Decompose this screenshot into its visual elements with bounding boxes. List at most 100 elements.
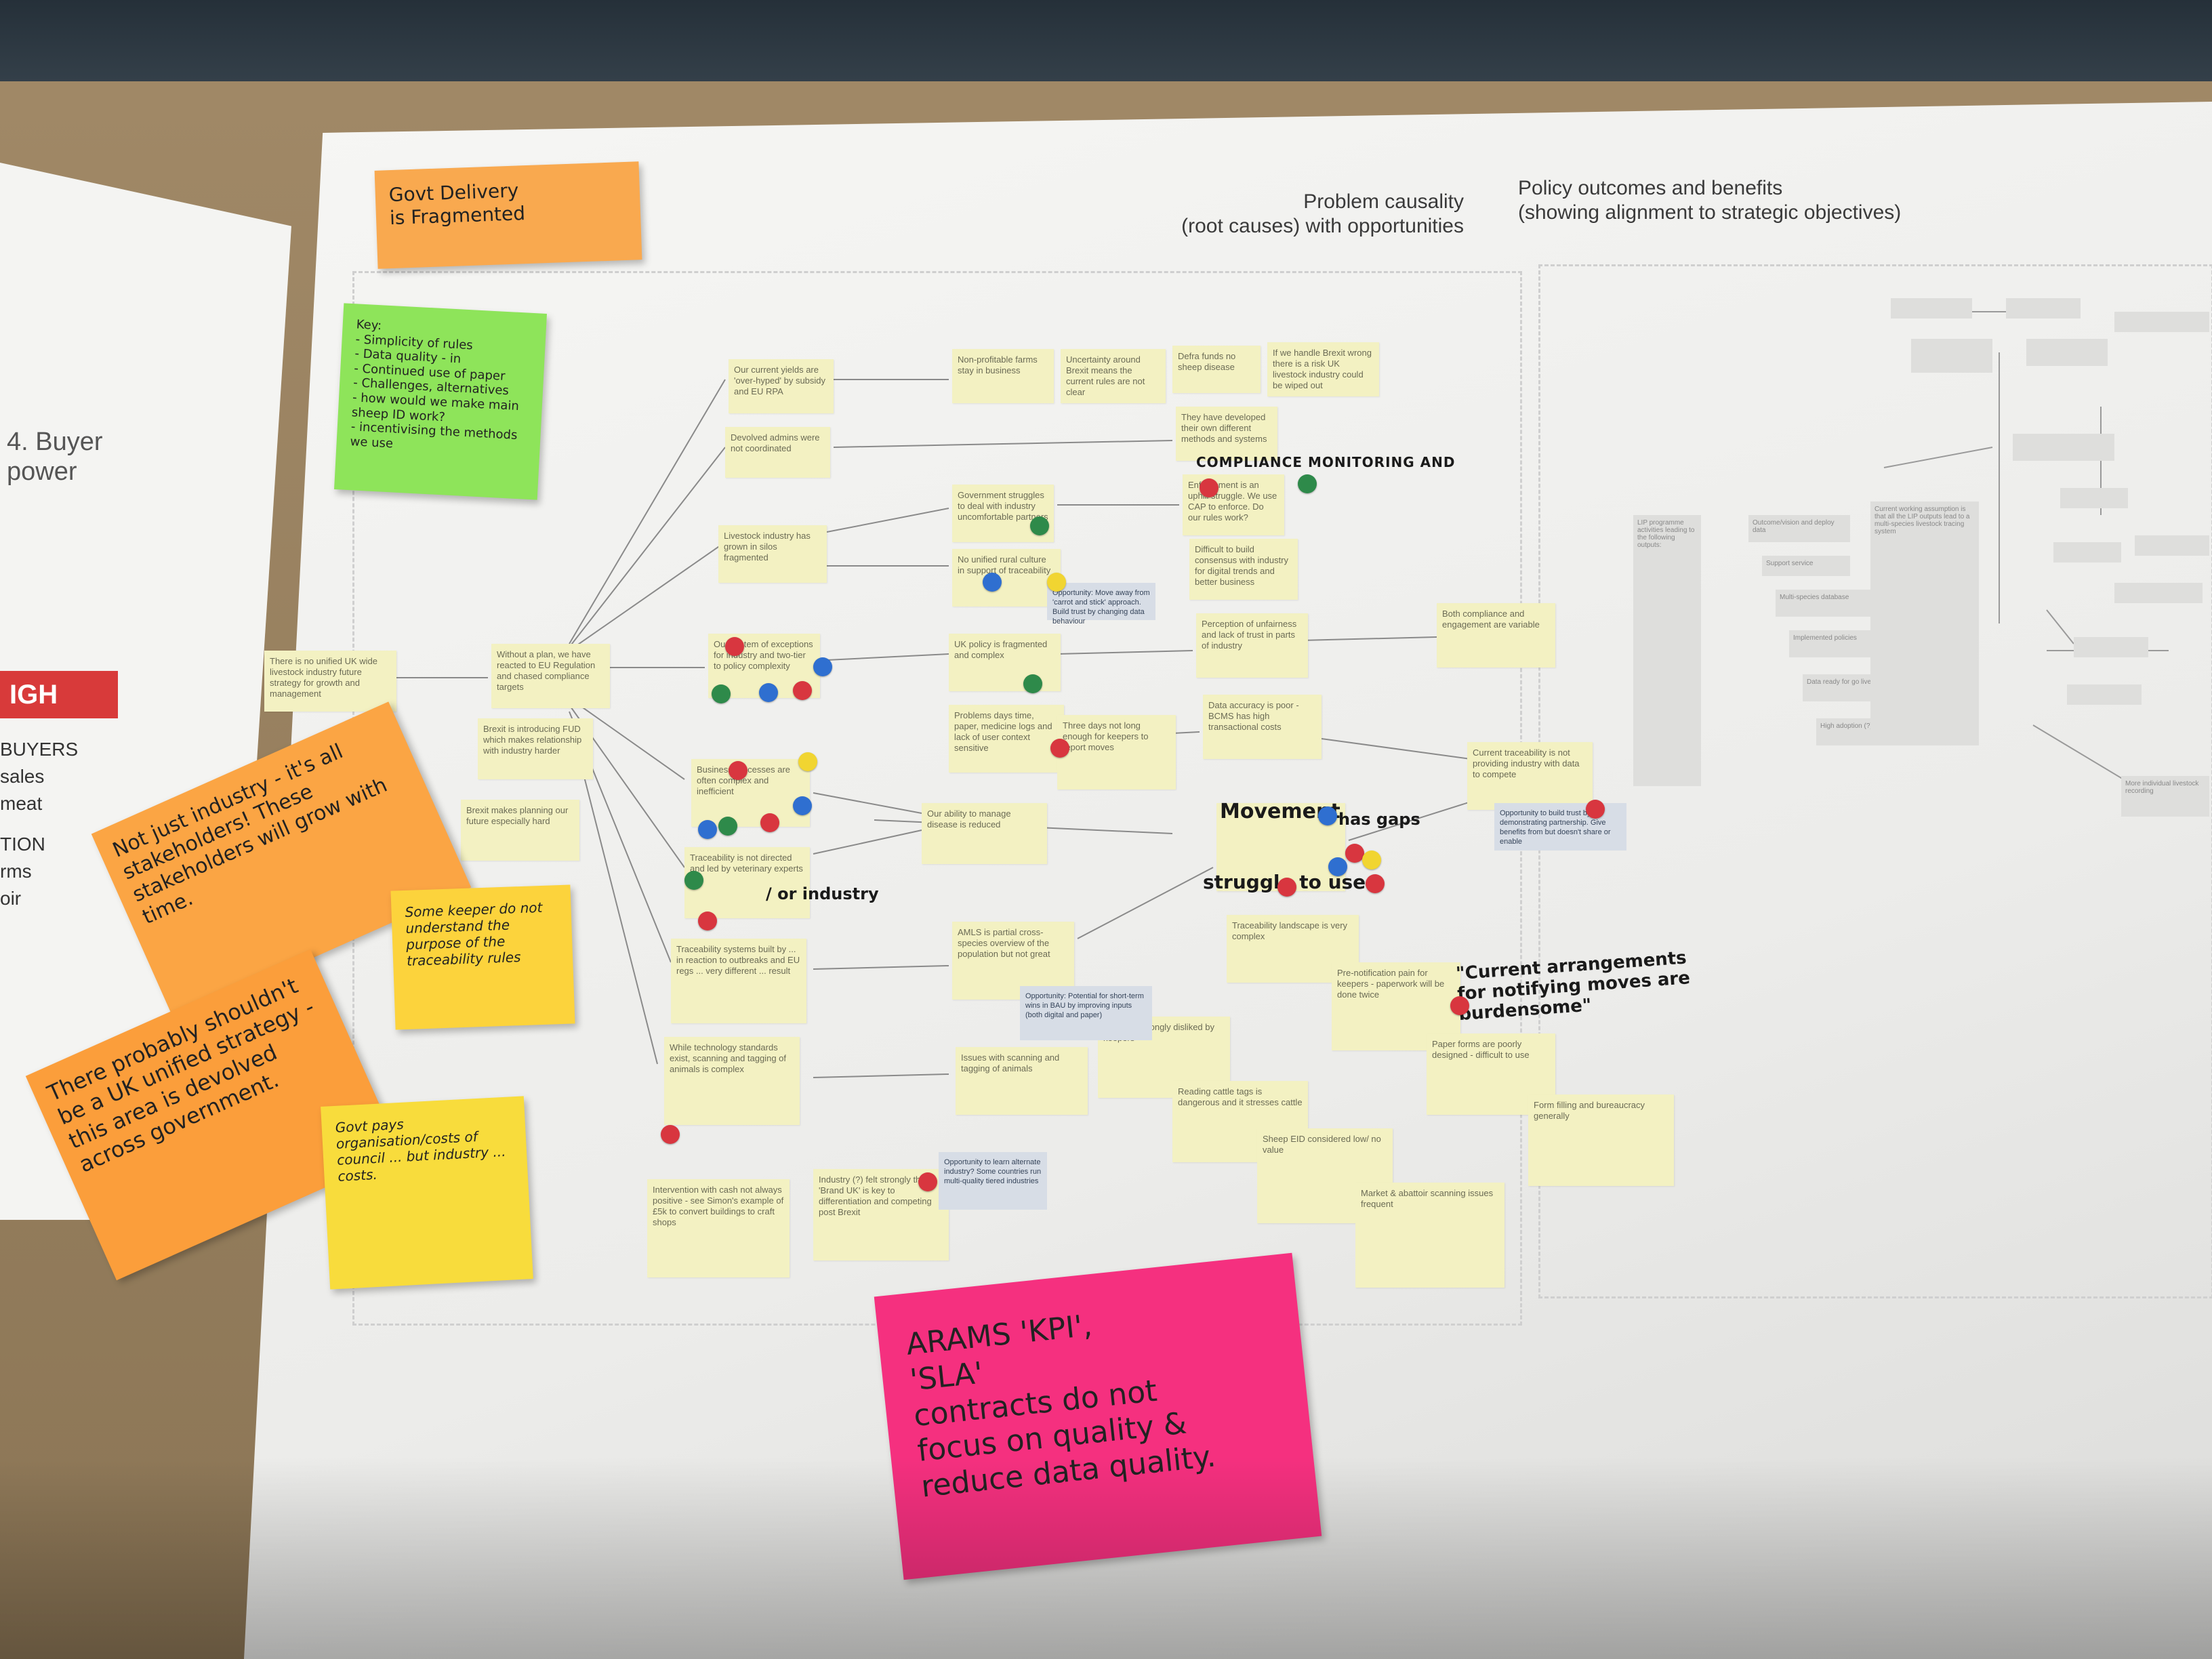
policy-item: Support service [1762, 556, 1850, 576]
sticky-govt-pays: Govt pays organisation/costs of council … [321, 1096, 533, 1290]
left-poster-title: 4. Buyer power [7, 428, 103, 486]
left-poster-line: oir [0, 888, 22, 909]
yellow-dot [798, 752, 817, 771]
card-livestock-silos: Livestock industry has grown in silos fr… [718, 525, 827, 583]
sticky-govt-delivery: Govt Delivery is Fragmented [374, 161, 642, 269]
card-uncertainty: Uncertainty around Brexit means the curr… [1061, 349, 1166, 403]
card-three-days: Three days not long enough for keepers t… [1057, 715, 1176, 790]
blue-dot [1318, 806, 1337, 825]
card-enforcement: Enforcement is an uphill struggle. We us… [1183, 474, 1284, 535]
red-dot [793, 681, 812, 700]
lighting-shade [0, 1457, 2212, 1659]
opportunity-card: Opportunity to build trust by demonstrat… [1494, 803, 1626, 851]
red-dot [1050, 739, 1069, 758]
card-industry-brand: Industry (?) felt strongly that 'Brand U… [813, 1169, 949, 1261]
blue-dot [1328, 857, 1347, 876]
card-problems-days: Problems days time, paper, medicine logs… [949, 705, 1064, 773]
card-issues-scanning: Issues with scanning and tagging of anim… [956, 1047, 1088, 1115]
green-dot [712, 684, 731, 703]
policy-box [2067, 684, 2142, 705]
policy-assumption: Current working assumption is that all t… [1870, 501, 1979, 745]
red-dot [661, 1125, 680, 1144]
sticky-some-keeper: Some keeper do not understand the purpos… [390, 884, 575, 1030]
green-dot [718, 817, 737, 836]
green-dot [1023, 674, 1042, 693]
yellow-dot [1047, 573, 1066, 592]
policy-box [2074, 637, 2148, 657]
card-business-processes: Business processes are often complex and… [691, 759, 810, 827]
left-poster-line: TION [0, 834, 45, 855]
card-technology-standards: While technology standards exist, scanni… [664, 1037, 800, 1125]
card-uk-policy: UK policy is fragmented and complex [949, 634, 1061, 691]
left-poster-line: BUYERS [0, 739, 79, 760]
opportunity-card: Opportunity: Move away from 'carrot and … [1047, 583, 1155, 626]
red-dot [918, 1172, 937, 1191]
red-dot [698, 912, 717, 930]
blue-dot [813, 657, 832, 676]
card-both-compliance: Both compliance and engagement are varia… [1437, 603, 1555, 668]
card-current-traceability: Current traceability is not providing in… [1467, 742, 1593, 810]
red-dot [1450, 996, 1469, 1015]
card-traceability-not-directed: Traceability is not directed and led by … [684, 847, 810, 918]
card-form-filling: Form filling and bureaucracy generally [1528, 1094, 1674, 1186]
sticky-key: Key: - Simplicity of rules - Data qualit… [334, 303, 547, 500]
yellow-dot [1362, 851, 1381, 869]
green-dot [1298, 474, 1317, 493]
card-intervention: Intervention with cash not always positi… [647, 1179, 790, 1277]
card-market-abattoir: Market & abattoir scanning issues freque… [1355, 1183, 1504, 1288]
card-ability-manage: Our ability to manage disease is reduced [922, 803, 1047, 864]
policy-box [2114, 583, 2203, 603]
card-defra: Defra funds no sheep disease [1172, 346, 1261, 393]
policy-block: LIP programme activities leading to the … [1633, 515, 1701, 786]
policy-box [2013, 434, 2114, 461]
opportunity-card: Opportunity: Potential for short-term wi… [1020, 986, 1152, 1040]
card-current-yields: Our current yields are 'over-hyped' by s… [729, 359, 834, 413]
policy-item: More individual livestock recording [2121, 776, 2209, 817]
red-dot [729, 761, 747, 780]
red-dot [1277, 878, 1296, 897]
blue-dot [698, 820, 717, 839]
policy-box [2135, 535, 2209, 556]
card-difficult-consensus: Difficult to build consensus with indust… [1189, 539, 1298, 600]
card-brexit-risk: If we handle Brexit wrong there is a ris… [1267, 342, 1379, 396]
policy-box [2114, 312, 2209, 332]
policy-box [2053, 542, 2121, 562]
green-dot [1030, 516, 1049, 535]
card-pre-notification: Pre-notification pain for keepers - pape… [1332, 962, 1460, 1050]
red-dot [1345, 844, 1364, 863]
blue-dot [793, 796, 812, 815]
blue-dot [759, 683, 778, 702]
card-data-accuracy: Data accuracy is poor - BCMS has high tr… [1203, 695, 1322, 759]
card-no-unified-culture: No unified rural culture in support of t… [952, 549, 1061, 607]
policy-box [1891, 298, 1972, 319]
card-brexit-planning: Brexit makes planning our future especia… [461, 800, 579, 861]
card-without-plan: Without a plan, we have reacted to EU Re… [491, 644, 610, 708]
handwriting-or-industry: / or industry [766, 884, 879, 903]
card-own-methods: They have developed their own different … [1176, 407, 1277, 461]
left-poster-line: meat [0, 793, 43, 814]
opportunity-card: Opportunity to learn alternate industry?… [939, 1152, 1047, 1210]
red-dot [1200, 478, 1218, 497]
policy-box [2006, 298, 2081, 319]
handwriting-compliance: COMPLIANCE MONITORING AND [1196, 454, 1456, 470]
left-poster-line: rms [0, 861, 32, 882]
handwriting-has-gaps: has gaps [1338, 810, 1420, 829]
left-poster-line: sales [0, 766, 45, 787]
red-dot [1366, 874, 1385, 893]
card-traceability-systems: Traceability systems built by ... in rea… [671, 939, 806, 1023]
heading-problem-causality: Problem causality (root causes) with opp… [1181, 190, 1464, 237]
policy-box [1911, 339, 1992, 373]
red-dot [725, 637, 744, 656]
policy-item: Implemented policies [1789, 630, 1877, 657]
green-dot [684, 871, 703, 890]
card-perception: Perception of unfairness and lack of tru… [1196, 613, 1308, 678]
policy-box [2060, 488, 2128, 508]
card-devolved: Devolved admins were not coordinated [725, 427, 830, 478]
card-non-profitable: Non-profitable farms stay in business [952, 349, 1054, 403]
blue-dot [983, 573, 1002, 592]
card-root-cause: There is no unified UK wide livestock in… [264, 651, 396, 712]
policy-box [2026, 339, 2108, 366]
card-brexit-fud: Brexit is introducing FUD which makes re… [478, 718, 593, 779]
heading-policy-outcomes: Policy outcomes and benefits (showing al… [1518, 177, 1902, 224]
